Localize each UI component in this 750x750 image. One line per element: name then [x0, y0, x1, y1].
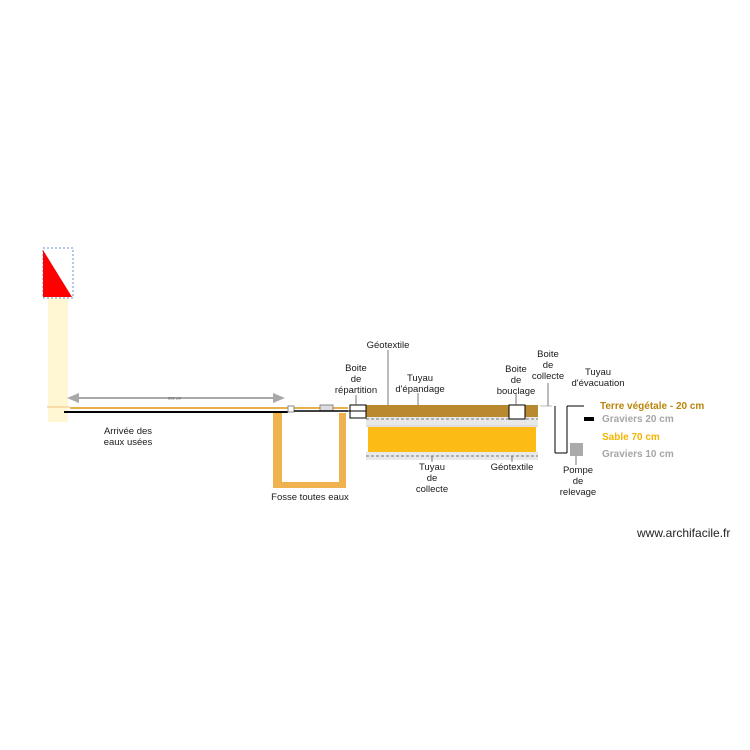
fosse-label: Fosse toutes eaux	[271, 492, 349, 503]
dimension-line: 592 cm	[67, 393, 285, 403]
legend-graviers-20: Graviers 20 cm	[602, 414, 674, 425]
legend-terre-vegetale: Terre végétale - 20 cm	[600, 401, 705, 412]
dimension-text: 592 cm	[168, 396, 182, 401]
boite-bouclage-box	[508, 404, 526, 420]
geotextile-top-label: Géotextile	[366, 340, 410, 351]
tuyau-evacuation-outlet	[584, 417, 594, 421]
gravel-top-layer	[366, 417, 538, 427]
tuyau-epandage-label: Tuyau d'épandage	[395, 373, 445, 395]
septic-tank	[273, 413, 346, 488]
inlet-pipe	[64, 404, 348, 413]
watermark[interactable]: www.archifacile.fr	[637, 526, 731, 540]
boite-repartition-label: Boite de répartition	[334, 363, 378, 396]
north-arrow-icon	[42, 247, 74, 422]
arrivee-label: Arrivée des eaux usées	[103, 426, 153, 448]
boite-bouclage-label: Boite de bouclage	[496, 364, 536, 397]
leader-lines	[355, 350, 577, 465]
pompe-relevage-pump	[570, 443, 583, 456]
tuyau-evacuation-label: Tuyau d'évacuation	[571, 367, 625, 389]
tuyau-collecte-label: Tuyau de collecte	[415, 462, 449, 495]
boite-collecte-label: Boite de collecte	[531, 349, 565, 382]
legend-sable-70: Sable 70 cm	[602, 432, 660, 443]
sable-layer	[368, 427, 536, 452]
boite-collecte-box	[540, 405, 584, 454]
pompe-label: Pompe de relevage	[559, 465, 597, 498]
terre-vegetale-layer	[366, 405, 538, 417]
legend-graviers-10: Graviers 10 cm	[602, 449, 674, 460]
geotextile-bottom-label: Géotextile	[490, 462, 534, 473]
boite-repartition-box	[348, 404, 367, 419]
filter-bed	[366, 405, 538, 460]
